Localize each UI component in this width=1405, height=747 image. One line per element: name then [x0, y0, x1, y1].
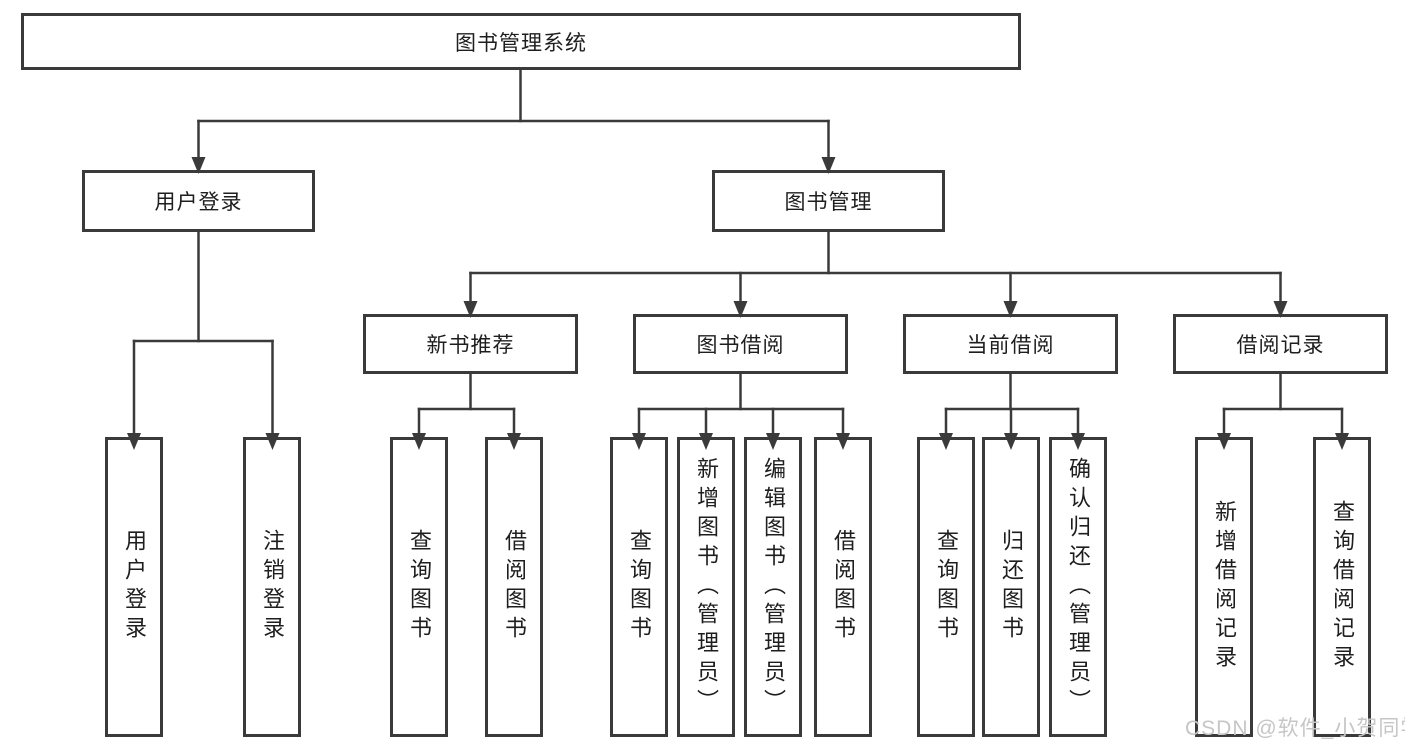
leaf-borrow-book-2: 借阅图书	[814, 437, 872, 737]
leaf-logout: 注销登录	[243, 437, 301, 737]
leaf-query-borrow-record: 查询借阅记录	[1313, 437, 1371, 737]
node-current-borrow: 当前借阅	[903, 314, 1118, 374]
node-new-book-recommend: 新书推荐	[363, 314, 578, 374]
leaf-label: 借阅图书	[502, 529, 527, 645]
node-user-login-branch: 用户登录	[82, 170, 315, 232]
node-borrow-records: 借阅记录	[1173, 314, 1388, 374]
leaf-label: 查询图书	[934, 529, 959, 645]
leaf-edit-book-admin: 编辑图书（管理员）	[744, 437, 802, 737]
node-book-borrow: 图书借阅	[633, 314, 848, 374]
leaf-label: 编辑图书（管理员）	[761, 456, 786, 718]
node-book-management-branch: 图书管理	[712, 170, 945, 232]
leaf-label: 注销登录	[260, 529, 285, 645]
leaf-label: 归还图书	[999, 529, 1024, 645]
leaf-add-borrow-record: 新增借阅记录	[1195, 437, 1253, 737]
leaf-label: 用户登录	[122, 529, 147, 645]
csdn-watermark: CSDN @软件_小贺同学	[1185, 717, 1405, 740]
leaf-query-book-3: 查询图书	[917, 437, 975, 737]
leaf-return-book: 归还图书	[982, 437, 1040, 737]
leaf-query-book-1: 查询图书	[390, 437, 448, 737]
leaf-label: 查询借阅记录	[1330, 500, 1355, 674]
leaf-confirm-return-admin: 确认归还（管理员）	[1049, 437, 1107, 737]
leaf-add-book-admin: 新增图书（管理员）	[677, 437, 735, 737]
leaf-label: 新增图书（管理员）	[694, 456, 719, 718]
leaf-user-login: 用户登录	[105, 437, 163, 737]
leaf-label: 查询图书	[407, 529, 432, 645]
leaf-label: 查询图书	[627, 529, 652, 645]
node-root-system: 图书管理系统	[21, 13, 1021, 70]
leaf-borrow-book-1: 借阅图书	[485, 437, 543, 737]
leaf-query-book-2: 查询图书	[610, 437, 668, 737]
leaf-label: 新增借阅记录	[1212, 500, 1237, 674]
leaf-label: 借阅图书	[831, 529, 856, 645]
leaf-label: 确认归还（管理员）	[1066, 456, 1091, 718]
